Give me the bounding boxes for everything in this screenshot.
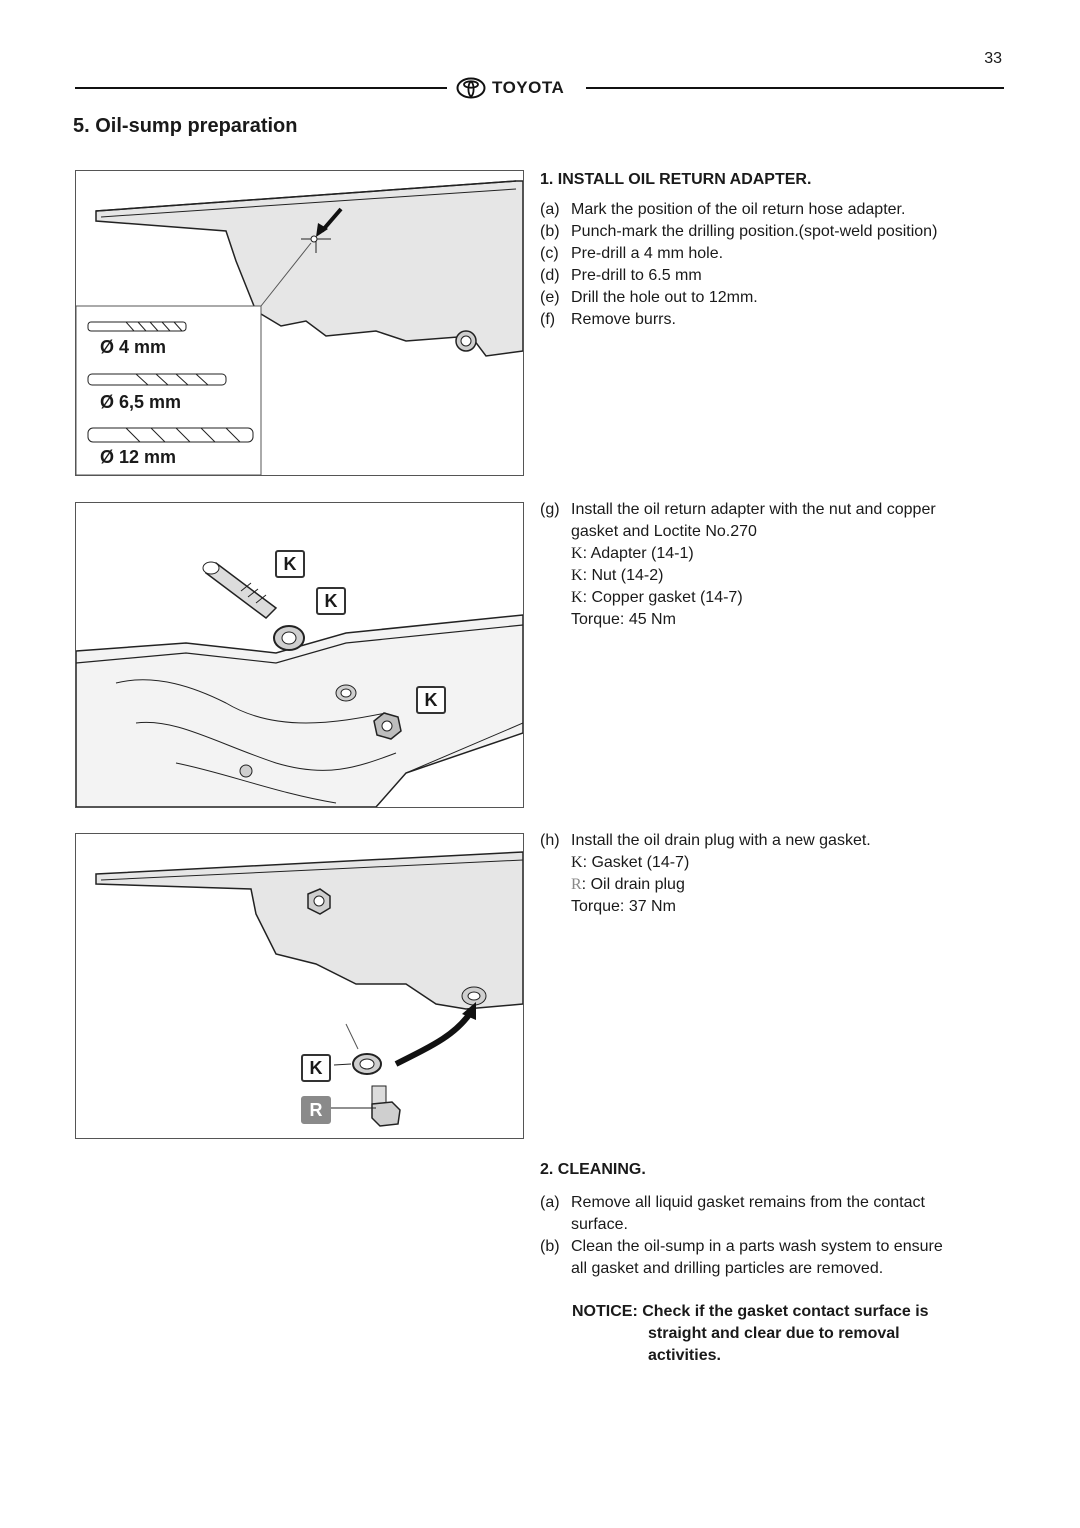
section-title: 5. Oil-sump preparation — [73, 115, 298, 137]
drill-size-6-5mm: Ø 6,5 mm — [100, 392, 182, 412]
drill-size-12mm: Ø 12 mm — [100, 447, 177, 467]
part-key: K — [571, 854, 583, 871]
toyota-logo-icon — [456, 77, 486, 99]
item-label: (g) — [540, 501, 560, 518]
item-text: Pre-drill a 4 mm hole. — [571, 245, 724, 262]
brand-name: TOYOTA — [492, 78, 565, 97]
item-text-line2: gasket and Loctite No.270 — [571, 523, 757, 540]
adapter-installation-illustration — [76, 561, 523, 807]
step2-item-a: (a) Remove all liquid gasket remains fro… — [540, 1192, 1010, 1236]
part-key: K — [571, 545, 583, 562]
item-label: (f) — [540, 311, 556, 328]
brand: TOYOTA — [456, 76, 564, 100]
item-text: Pre-drill to 6.5 mm — [571, 267, 702, 284]
item-label: (e) — [540, 289, 560, 306]
part-text: : Oil drain plug — [581, 876, 685, 893]
notice-line-2: straight and clear due to removal — [648, 1325, 900, 1342]
notice-line-1: NOTICE: Check if the gasket contact surf… — [572, 1303, 929, 1320]
part-key: K — [571, 589, 583, 606]
part-copper-gasket: K: Copper gasket (14-7) — [571, 587, 743, 609]
item-label: (c) — [540, 245, 559, 262]
item-text-line1: Install the oil return adapter with the … — [571, 501, 936, 518]
torque-drain-plug: Torque: 37 Nm — [571, 898, 676, 915]
item-text: Install the oil drain plug with a new ga… — [571, 832, 871, 849]
header-rule-right — [586, 87, 1004, 89]
item-text: Drill the hole out to 12mm. — [571, 289, 758, 306]
item-text-line1: Remove all liquid gasket remains from th… — [571, 1194, 925, 1211]
step1-heading: 1. INSTALL OIL RETURN ADAPTER. — [540, 171, 812, 188]
item-text-line1: Clean the oil-sump in a parts wash syste… — [571, 1238, 943, 1255]
drill-size-4mm: Ø 4 mm — [100, 337, 167, 357]
badge-k-gasket: K — [301, 1054, 331, 1082]
part-text: : Gasket (14-7) — [582, 854, 690, 871]
item-label: (a) — [540, 201, 560, 218]
step1-item-g: (g) Install the oil return adapter with … — [540, 499, 1010, 543]
step2-heading: 2. CLEANING. — [540, 1161, 646, 1178]
item-label: (a) — [540, 1194, 560, 1211]
item-label: (d) — [540, 267, 560, 284]
badge-k-adapter: K — [275, 550, 305, 578]
part-text: : Copper gasket (14-7) — [582, 589, 743, 606]
item-label: (h) — [540, 832, 560, 849]
torque-adapter: Torque: 45 Nm — [571, 611, 676, 628]
figure-drain-plug: K R — [75, 833, 524, 1139]
figure-oil-return-adapter: K K K — [75, 502, 524, 808]
part-adapter: K: Adapter (14-1) — [571, 543, 694, 565]
item-text-line2: surface. — [571, 1216, 628, 1233]
item-text-line2: all gasket and drilling particles are re… — [571, 1260, 884, 1277]
oil-sump-drill-illustration — [76, 180, 523, 475]
figure-drilling: Ø 4 mm Ø 6,5 mm Ø 12 mm — [75, 170, 524, 476]
item-label: (b) — [540, 1238, 560, 1255]
part-gasket: K: Gasket (14-7) — [571, 852, 689, 874]
page-number: 33 — [984, 50, 1002, 67]
part-drain-plug: R: Oil drain plug — [571, 874, 685, 896]
badge-k-gasket: K — [316, 587, 346, 615]
part-key: R — [571, 876, 582, 893]
notice-line-3: activities. — [648, 1347, 721, 1364]
item-text: Punch-mark the drilling position.(spot-w… — [571, 223, 938, 240]
item-text: Remove burrs. — [571, 311, 676, 328]
part-text: : Adapter (14-1) — [582, 545, 694, 562]
step2-item-b: (b) Clean the oil-sump in a parts wash s… — [540, 1236, 1010, 1280]
part-key: K — [571, 567, 583, 584]
badge-k-nut: K — [416, 686, 446, 714]
badge-r-drain-plug: R — [301, 1096, 331, 1124]
item-text: Mark the position of the oil return hose… — [571, 201, 906, 218]
header-rule-left — [75, 87, 447, 89]
part-nut: K: Nut (14-2) — [571, 565, 663, 587]
part-text: : Nut (14-2) — [582, 567, 664, 584]
item-label: (b) — [540, 223, 560, 240]
drain-plug-illustration — [95, 851, 523, 1127]
